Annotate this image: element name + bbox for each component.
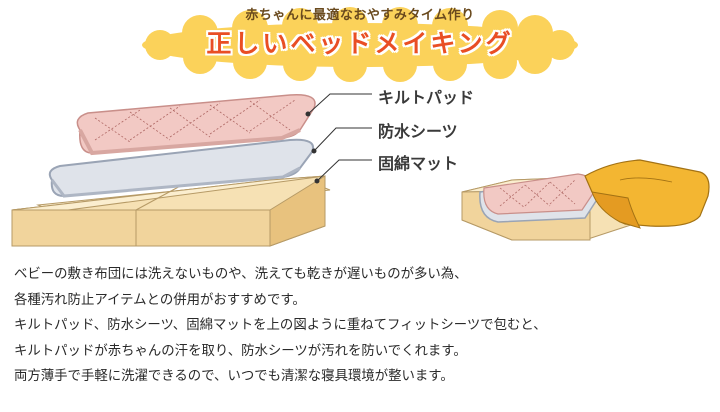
label-quilt-pad: キルトパッド (378, 88, 475, 107)
label-firm-mat: 固綿マット (378, 154, 459, 173)
description-line: ベビーの敷き布団には洗えないものや、洗えても乾きが遅いものが多い為、 (14, 267, 468, 282)
description-line: キルトパッド、防水シーツ、固綿マットを上の図ように重ねてフィットシーツで包むと、 (14, 318, 547, 333)
leader-lines (305, 93, 372, 184)
firm-mat-drawing (11, 175, 331, 247)
header-subtitle: 赤ちゃんに最適なおやすみタイム作り (245, 8, 475, 23)
page-title: 正しいベッドメイキング (206, 29, 514, 58)
label-waterproof-sheet: 防水シーツ (378, 122, 458, 141)
wrapped-mattress-drawing (461, 159, 710, 241)
waterproof-sheet-drawing (48, 138, 314, 198)
title-cloud-shape (142, 7, 578, 82)
description-line: 両方薄手で手軽に洗濯できるので、いつでも清潔な寝具環境が整います。 (14, 369, 454, 384)
description-line: 各種汚れ防止アイテムとの併用がおすすめです。 (14, 292, 306, 308)
quilt-pad-drawing (76, 94, 316, 156)
description-text: ベビーの敷き布団には洗えないものや、洗えても乾きが遅いものが多い為、 各種汚れ防… (14, 262, 714, 390)
description-line: キルトパッドが赤ちゃんの汗を取り、防水シーツが汚れを防いでくれます。 (14, 343, 467, 359)
